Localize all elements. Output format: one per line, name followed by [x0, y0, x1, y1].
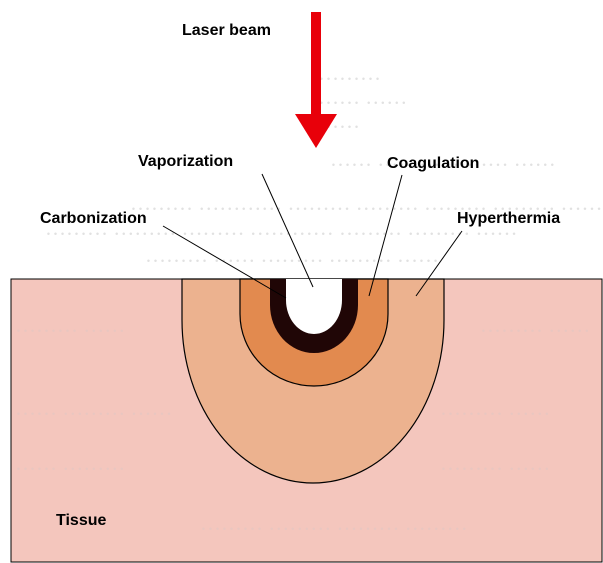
svg-text:…… ……: …… …… — [318, 85, 407, 109]
svg-text:……… ……: ……… …… — [440, 451, 550, 475]
svg-text:…… ……… ……: …… ……… …… — [15, 396, 173, 420]
hyperthermia-label: Hyperthermia — [457, 210, 560, 227]
svg-text:………: ……… — [318, 61, 381, 85]
background-bleed-through-text: ……… …… …… …… …… ……… ……… …… ……… ………… ……… … — [45, 61, 603, 267]
svg-text:……… ……: ……… …… — [440, 396, 550, 420]
tissue-label: Tissue — [56, 512, 107, 529]
svg-text:…… ………: …… ……… — [15, 451, 125, 475]
svg-text:……… ……: ……… …… — [480, 313, 590, 337]
coagulation-label: Coagulation — [387, 155, 479, 172]
vaporization-label: Vaporization — [138, 153, 233, 170]
carbonization-label: Carbonization — [40, 210, 147, 227]
svg-text:……… ……… ……… ………: ……… ……… ……… ……… — [200, 511, 468, 535]
laser-beam-label: Laser beam — [182, 22, 271, 39]
svg-text:……… ……: ……… …… — [15, 313, 125, 337]
svg-text:……… …… ……… ……… ……: ……… …… ……… ……… …… — [145, 243, 439, 267]
